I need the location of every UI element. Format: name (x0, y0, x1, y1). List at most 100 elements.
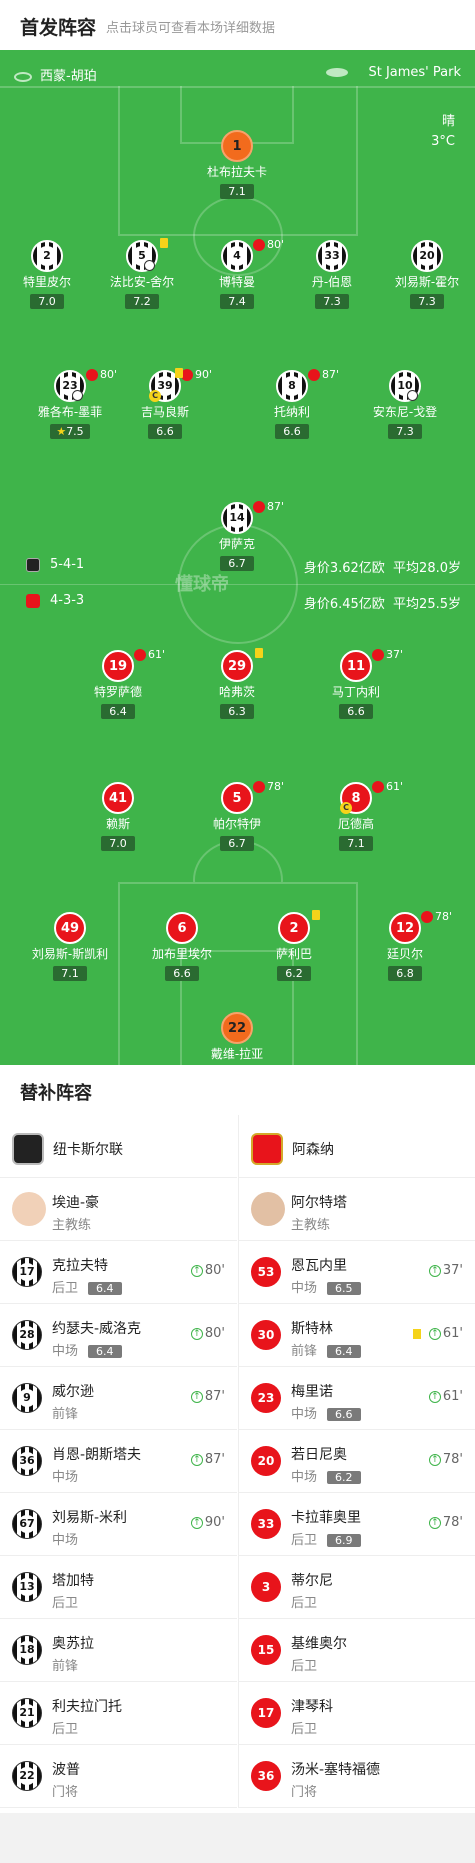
page-footer (0, 1813, 475, 1863)
sub-on-icon: ↑ (190, 1327, 203, 1340)
jersey-icon: 2 (278, 912, 310, 944)
sub-off-indicator: 80' (253, 238, 284, 251)
sub-on-time: ↑87' (190, 1452, 225, 1467)
player-name: 哈弗茨 (218, 685, 255, 699)
sub-player-position: 前锋 (52, 1407, 79, 1422)
player-name: 刘易斯-斯凯利 (31, 947, 109, 961)
newcastle-logo-icon (12, 1133, 44, 1165)
sub-player-rating: 6.5 (327, 1282, 361, 1295)
goal-ball-icon (72, 390, 83, 401)
jersey-icon: 2 (31, 240, 63, 272)
sub-off-icon (372, 781, 384, 793)
sub-player-name: 波普 (52, 1762, 80, 1778)
sub-player-name: 刘易斯-米利 (52, 1510, 128, 1526)
coach-name: 埃迪-豪 (52, 1195, 100, 1211)
sub-player-name: 约瑟夫-威洛克 (52, 1321, 142, 1337)
away-coach-row[interactable]: 阿尔特塔 主教练 (239, 1178, 475, 1241)
arsenal-logo-icon (251, 1133, 283, 1165)
sub-player-position: 前锋 (52, 1659, 79, 1674)
jersey-icon: 28 (12, 1320, 42, 1350)
sub-off-indicator: 61' (134, 648, 165, 661)
player-rating: 6.6 (339, 704, 373, 719)
sub-off-indicator: 87' (253, 500, 284, 513)
home-coach-row[interactable]: 埃迪-豪 主教练 (0, 1178, 237, 1241)
sub-player-position: 门将 (291, 1785, 318, 1800)
away-team-row: 阿森纳 (239, 1115, 475, 1178)
player-rating: 6.7 (220, 556, 254, 571)
jersey-icon: 29 (221, 650, 253, 682)
jersey-icon: 49 (54, 912, 86, 944)
sub-player-position: 门将 (52, 1785, 79, 1800)
sub-player-name: 斯特林 (291, 1321, 333, 1337)
player-name: 安东尼-戈登 (372, 405, 438, 419)
referee-label: 西蒙-胡珀 (14, 65, 97, 84)
away-team-bar: 4-3-3 身价6.45亿欧 平均25.5岁 (0, 593, 475, 612)
sub-player-rating: 6.6 (327, 1408, 361, 1421)
sub-on-icon: ↑ (190, 1453, 203, 1466)
sub-player-position: 中场 (52, 1533, 79, 1548)
goal-ball-icon (407, 390, 418, 401)
player-rating: 7.1 (220, 184, 254, 199)
player-name: 戴维-拉亚 (210, 1047, 264, 1061)
player-rating: 7.0 (30, 294, 64, 309)
sub-on-icon: ↑ (190, 1516, 203, 1529)
whistle-icon (14, 71, 32, 82)
home-value: 身价3.62亿欧 (303, 561, 385, 576)
jersey-icon: 8 (276, 370, 308, 402)
sub-player-rating: 6.4 (88, 1345, 122, 1358)
jersey-icon: 23 (251, 1383, 281, 1413)
subs-title: 替补阵容 (20, 1083, 92, 1104)
coach-role: 主教练 (291, 1218, 331, 1233)
sub-player-rating: 6.4 (88, 1282, 122, 1295)
sub-player-name: 卡拉菲奥里 (291, 1510, 361, 1526)
jersey-icon: 36 (12, 1446, 42, 1476)
player-rating: 6.8 (388, 966, 422, 981)
pitch-outline (0, 86, 475, 1065)
sub-player-name: 津琴科 (291, 1699, 333, 1715)
sub-off-indicator: 80' (86, 368, 117, 381)
